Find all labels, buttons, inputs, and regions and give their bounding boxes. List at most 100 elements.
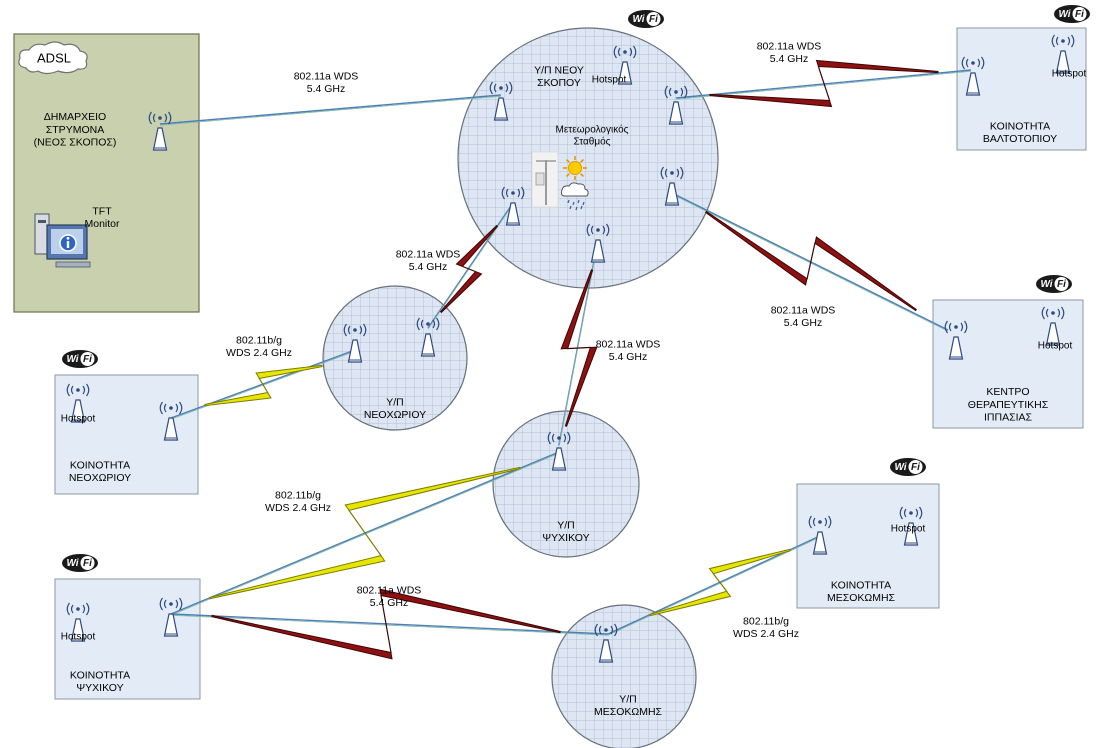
kin-mesokomi-label-line-1: ΚΟΙΝΟΤΗΤΑ bbox=[831, 579, 891, 591]
yp-mesokomi-label-line-1: Υ/Π bbox=[619, 693, 637, 705]
sun-ray-2 bbox=[580, 173, 585, 178]
wifi-badge-valtotopi-dot bbox=[1072, 7, 1087, 21]
wifi-badge-kentro-dot bbox=[1054, 277, 1069, 291]
link-psyxiko-kin-label-line-2: WDS 2.4 GHz bbox=[265, 502, 331, 514]
line-neos-valto bbox=[675, 69, 972, 99]
wifi-badge-neos-text-wi: Wi bbox=[632, 14, 644, 25]
kin-psyxiko-label-line-2: ΨΥΧΙΚΟΥ bbox=[76, 682, 123, 694]
bolt-psyxiko-kin bbox=[209, 466, 521, 600]
wifi-badge-kin-mesokomi-text-wi: Wi bbox=[894, 462, 906, 473]
valtotopi-label-line-1: ΚΟΙΝΟΤΗΤΑ bbox=[990, 120, 1050, 132]
link-psyxiko-kin-label-line-1: 802.11b/g bbox=[275, 489, 321, 501]
bolt-neos-kentro bbox=[705, 210, 917, 312]
link-neos-neoxori-label-line-1: 802.11a WDS bbox=[396, 248, 461, 260]
dimarxeio-label-line-2: ΣΤΡΥΜΟΝΑ bbox=[46, 124, 104, 136]
kin-psyxiko-label-line-1: ΚΟΙΝΟΤΗΤΑ bbox=[70, 669, 130, 681]
info-icon-dot bbox=[66, 236, 70, 240]
yp-neoxori-label-line-1: Υ/Π bbox=[386, 396, 404, 408]
wifi-badge-kin-mesokomi-dot bbox=[908, 460, 923, 474]
yp-psyxiko-label-line-1: Υ/Π bbox=[557, 519, 575, 531]
rain-drop-5 bbox=[569, 205, 572, 210]
weather-station-icon bbox=[531, 151, 589, 211]
rain-drop-1 bbox=[567, 199, 570, 204]
yp-mesokomi-label-line-2: ΜΕΣΟΚΩΜΗΣ bbox=[594, 706, 663, 718]
bolt-mesokomi-kin bbox=[649, 548, 791, 617]
kentro-label-line-3: ΙΠΠΑΣΙΑΣ bbox=[984, 411, 1032, 423]
link-neos-kentro-label-line-1: 802.11a WDS bbox=[771, 304, 836, 316]
line-dim-neos bbox=[159, 94, 502, 125]
dimarxeio-label-line-3: (ΝΕΟΣ ΣΚΟΠΟΣ) bbox=[34, 136, 117, 148]
adsl-cloud-icon bbox=[18, 41, 88, 75]
computer-icon bbox=[34, 213, 91, 268]
weather-box bbox=[535, 172, 545, 186]
kin-neoxori-label-line-2: ΝΕΟΧΩΡΙΟΥ bbox=[69, 472, 131, 484]
yp-psyxiko-label-line-2: ΨΥΧΙΚΟΥ bbox=[542, 532, 589, 544]
link-kinpsy-mesokomi-label-line-2: 5.4 GHz bbox=[370, 597, 409, 609]
sun-ray-8 bbox=[580, 158, 585, 163]
wifi-badge-kin-neoxori-text-fi: Fi bbox=[83, 354, 92, 365]
yp-neos-skopos-label-line-2: ΣΚΟΠΟΥ bbox=[537, 77, 581, 89]
pc-drive bbox=[38, 220, 46, 223]
wifi-badge-kin-psyxiko-text-wi: Wi bbox=[66, 558, 78, 569]
link-neos-valto-label-line-1: 802.11a WDS bbox=[757, 40, 822, 52]
wifi-badge-kentro-text-fi: Fi bbox=[1057, 279, 1066, 290]
wifi-badge-kentro-text-wi: Wi bbox=[1040, 279, 1052, 290]
bolt-kinpsy-mesokomi bbox=[211, 588, 561, 660]
hotspot-label-kin-neoxori: Hotspot bbox=[61, 414, 96, 425]
rain-drop-2 bbox=[572, 201, 575, 206]
link-neos-psyxiko-label-line-2: 5.4 GHz bbox=[609, 351, 648, 363]
bolt-neos-psyxiko bbox=[560, 269, 598, 427]
rain-drop-7 bbox=[580, 205, 583, 210]
yp-neoxori-circle bbox=[322, 285, 468, 431]
weather-station-label-line-2: Σταθμός bbox=[574, 136, 611, 148]
yp-neos-skopos-circle bbox=[457, 27, 719, 289]
sun-core bbox=[568, 161, 582, 175]
tft-monitor-label-line-1: TFT bbox=[92, 205, 112, 217]
line-kinpsy-mesokomi bbox=[170, 613, 609, 635]
line-dim-neos-shadow bbox=[159, 95, 502, 126]
line-psyxiko-kin-shadow bbox=[170, 452, 560, 616]
wifi-badge-valtotopi-text-wi: Wi bbox=[1058, 9, 1070, 20]
link-dim-neos-label-line-2: 5.4 GHz bbox=[307, 83, 346, 95]
wifi-badge-kin-psyxiko-text-fi: Fi bbox=[83, 558, 92, 569]
wifi-badge-kin-neoxori: Wi Fi bbox=[62, 350, 98, 368]
rain-cloud-icon bbox=[560, 182, 589, 211]
kentro-label-line-2: ΘΕΡΑΠΕΥΤΙΚΗΣ bbox=[968, 399, 1049, 411]
wifi-badge-kin-neoxori-text-wi: Wi bbox=[66, 354, 78, 365]
wifi-badge-kin-neoxori-dot bbox=[80, 352, 95, 366]
hotspot-label-valtotopi: Hotspot bbox=[1052, 69, 1087, 80]
hotspot-label-neos: Hotspot bbox=[592, 75, 627, 86]
wifi-badge-kin-psyxiko: Wi Fi bbox=[62, 554, 98, 572]
link-neos-psyxiko-label-line-1: 802.11a WDS bbox=[596, 338, 661, 350]
dimarxeio-building bbox=[13, 33, 200, 313]
link-bolts-layer bbox=[204, 59, 939, 660]
link-mesokomi-kin-label-line-2: WDS 2.4 GHz bbox=[733, 628, 799, 640]
line-neos-neoxori-shadow bbox=[427, 203, 514, 330]
sun-ray-4 bbox=[565, 173, 570, 178]
link-neos-kentro-label-line-2: 5.4 GHz bbox=[784, 317, 823, 329]
sun-ray-6 bbox=[565, 158, 570, 163]
line-neos-neoxori bbox=[427, 202, 514, 329]
rain-drop-6 bbox=[575, 206, 578, 211]
wifi-badge-kin-psyxiko-dot bbox=[80, 556, 95, 570]
line-kinpsy-mesokomi-shadow bbox=[170, 614, 609, 636]
bolt-neos-neoxori bbox=[439, 224, 499, 314]
kentro-label-line-1: ΚΕΝΤΡΟ bbox=[986, 386, 1029, 398]
rain-drop-3 bbox=[577, 199, 580, 204]
wifi-badge-kin-mesokomi-text-fi: Fi bbox=[911, 462, 920, 473]
hotspot-label-kin-psyxiko: Hotspot bbox=[61, 632, 96, 643]
wifi-badge-neos-dot bbox=[646, 12, 661, 26]
bolt-neoxori-kin bbox=[204, 364, 323, 407]
weather-station-label-line-1: Μετεωρολογικός bbox=[556, 124, 629, 136]
link-neos-valto-label-line-2: 5.4 GHz bbox=[770, 53, 809, 65]
hotspot-label-kentro: Hotspot bbox=[1038, 341, 1073, 352]
rain-cloud bbox=[560, 182, 589, 197]
link-dim-neos-label-line-1: 802.11a WDS bbox=[294, 70, 359, 82]
containers-layer bbox=[13, 27, 1087, 748]
hotspot-label-kin-mesokomi: Hotspot bbox=[891, 524, 926, 535]
yp-neos-skopos-label-line-1: Υ/Π ΝΕΟΥ bbox=[534, 64, 584, 76]
kentro-box bbox=[932, 299, 1084, 429]
line-neos-valto-shadow bbox=[675, 70, 972, 100]
